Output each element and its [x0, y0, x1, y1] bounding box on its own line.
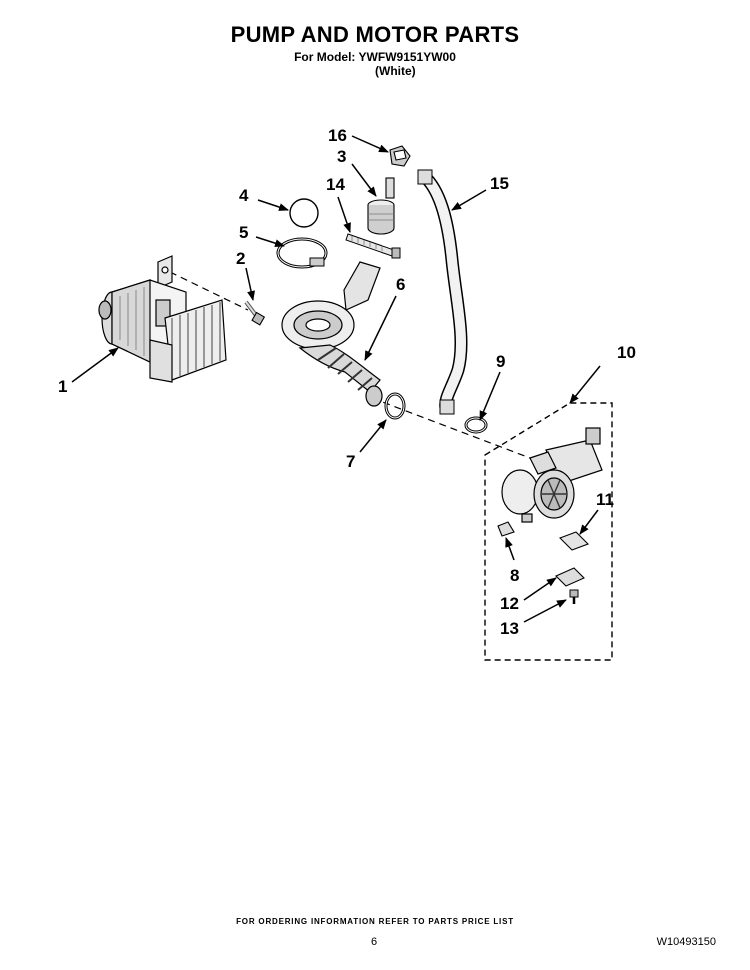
- tie-strap-part-14[interactable]: [345, 233, 401, 259]
- pump-assembly-boundary: [484, 402, 613, 661]
- bracket-part-12[interactable]: [555, 567, 585, 587]
- ordering-note: FOR ORDERING INFORMATION REFER TO PARTS …: [236, 917, 514, 926]
- leader-lines: [71, 135, 601, 623]
- callout-8: 8: [510, 566, 519, 585]
- callout-14: 14: [326, 175, 345, 194]
- callout-15: 15: [490, 174, 509, 193]
- model-line: For Model: YWFW9151YW00: [294, 50, 456, 64]
- clamp-part-9[interactable]: [464, 416, 488, 434]
- callout-1: 1: [58, 377, 67, 396]
- drain-hose-part-15[interactable]: [417, 169, 468, 415]
- screw-part-13[interactable]: [569, 589, 579, 604]
- foot-part-8[interactable]: [497, 521, 515, 537]
- callout-12: 12: [500, 594, 519, 613]
- callout-2: 2: [236, 249, 245, 268]
- pressure-sensor-part-3[interactable]: [367, 177, 395, 235]
- callout-13: 13: [500, 619, 519, 638]
- screw-part-2[interactable]: [244, 300, 266, 326]
- callout-5: 5: [239, 223, 248, 242]
- clip-part-16[interactable]: [389, 145, 411, 167]
- callout-6: 6: [396, 275, 405, 294]
- callout-16: 16: [328, 126, 347, 145]
- assembly-lines: [169, 271, 531, 459]
- callout-9: 9: [496, 352, 505, 371]
- callout-3: 3: [337, 147, 346, 166]
- o-ring-part-4[interactable]: [289, 198, 319, 228]
- drain-pump-part-10[interactable]: [501, 427, 603, 523]
- motor-part-1[interactable]: [98, 255, 227, 383]
- callout-4: 4: [239, 186, 249, 205]
- sump-hose-part-6[interactable]: [281, 261, 383, 407]
- document-number: W10493150: [656, 936, 716, 948]
- callout-10: 10: [617, 343, 636, 362]
- gasket-part-11[interactable]: [559, 531, 589, 551]
- clamp-part-7[interactable]: [384, 392, 406, 420]
- callout-labels: 1 2 3 4 5 6 7 8 9 10 11 12 13 14 15 16: [58, 126, 636, 638]
- clamp-part-5[interactable]: [276, 237, 328, 269]
- callout-7: 7: [346, 452, 355, 471]
- model-variant: (White): [375, 64, 416, 78]
- page-title: PUMP AND MOTOR PARTS: [230, 22, 520, 47]
- page-number: 6: [371, 936, 378, 948]
- callout-11: 11: [596, 490, 614, 509]
